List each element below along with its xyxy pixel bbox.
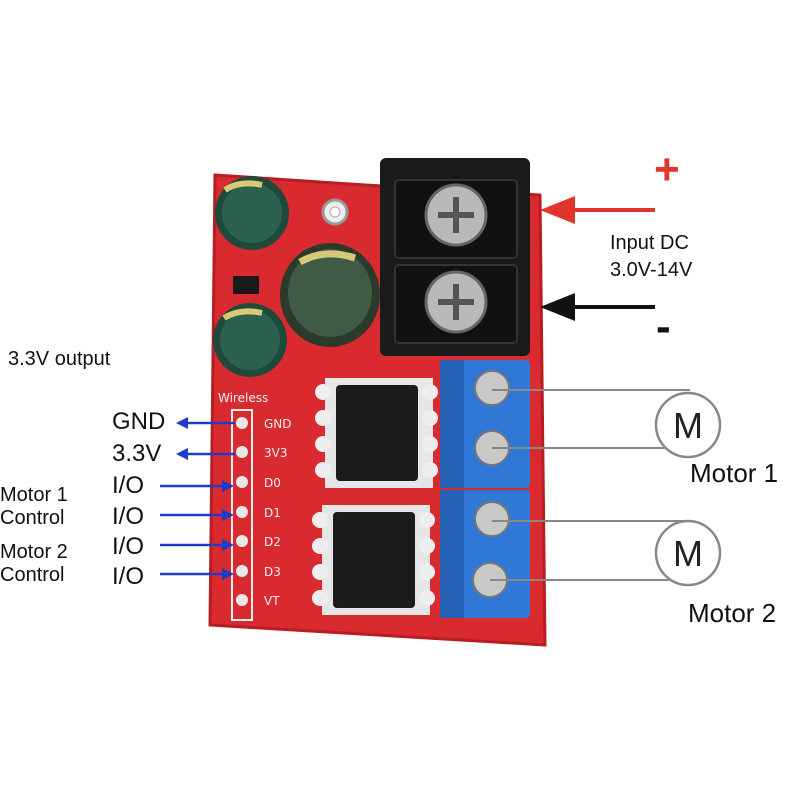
motor-1-symbol [654, 391, 722, 459]
output-note: 3.3V output [8, 348, 111, 370]
motor1-control-line1: Motor 1 [0, 484, 68, 506]
regulator-chip [233, 276, 259, 294]
arrow-minus [540, 293, 655, 321]
motor-terminal-2 [440, 490, 530, 618]
io-label-1: I/O [112, 472, 145, 499]
power-terminal [380, 158, 530, 356]
capacitor-2 [280, 243, 380, 347]
minus-sign: - [656, 302, 671, 351]
arrow-plus [540, 196, 655, 224]
io-label-4: I/O [112, 563, 145, 590]
silk-3v3: 3V3 [264, 446, 287, 460]
input-range-label: 3.0V-14V [610, 259, 693, 281]
v33-label: 3.3V [112, 440, 162, 467]
capacitor-1 [215, 176, 289, 250]
motor-2-label: Motor 2 [688, 598, 777, 628]
motor2-control-line2: Control [0, 564, 65, 586]
silk-vt: VT [264, 594, 280, 608]
io-label-2: I/O [112, 503, 145, 530]
motor-1-label: Motor 1 [690, 458, 779, 488]
motor-2-symbol [654, 519, 722, 587]
gnd-label: GND [112, 408, 166, 435]
capacitor-3 [213, 303, 287, 377]
motor1-control-line2: Control [0, 507, 65, 529]
silk-d2: D2 [264, 535, 281, 549]
motor2-control-line1: Motor 2 [0, 541, 68, 563]
silk-gnd: GND [264, 417, 292, 431]
pin-arrows [160, 417, 235, 580]
silk-d0: D0 [264, 476, 281, 490]
input-dc-label: Input DC [610, 232, 689, 254]
driver-chip-2 [312, 505, 435, 615]
io-label-3: I/O [112, 533, 145, 560]
driver-chip-1 [315, 378, 438, 488]
silk-d1: D1 [264, 506, 281, 520]
silk-wireless: Wireless [218, 391, 268, 405]
silk-d3: D3 [264, 565, 281, 579]
plus-sign: + [654, 145, 680, 194]
motor-2-letter: M [673, 533, 703, 574]
motor-1-letter: M [673, 405, 703, 446]
motor-1-wiring: M [492, 389, 722, 459]
motor-terminal-1 [440, 360, 530, 488]
motor-2-wiring: M [490, 519, 722, 587]
